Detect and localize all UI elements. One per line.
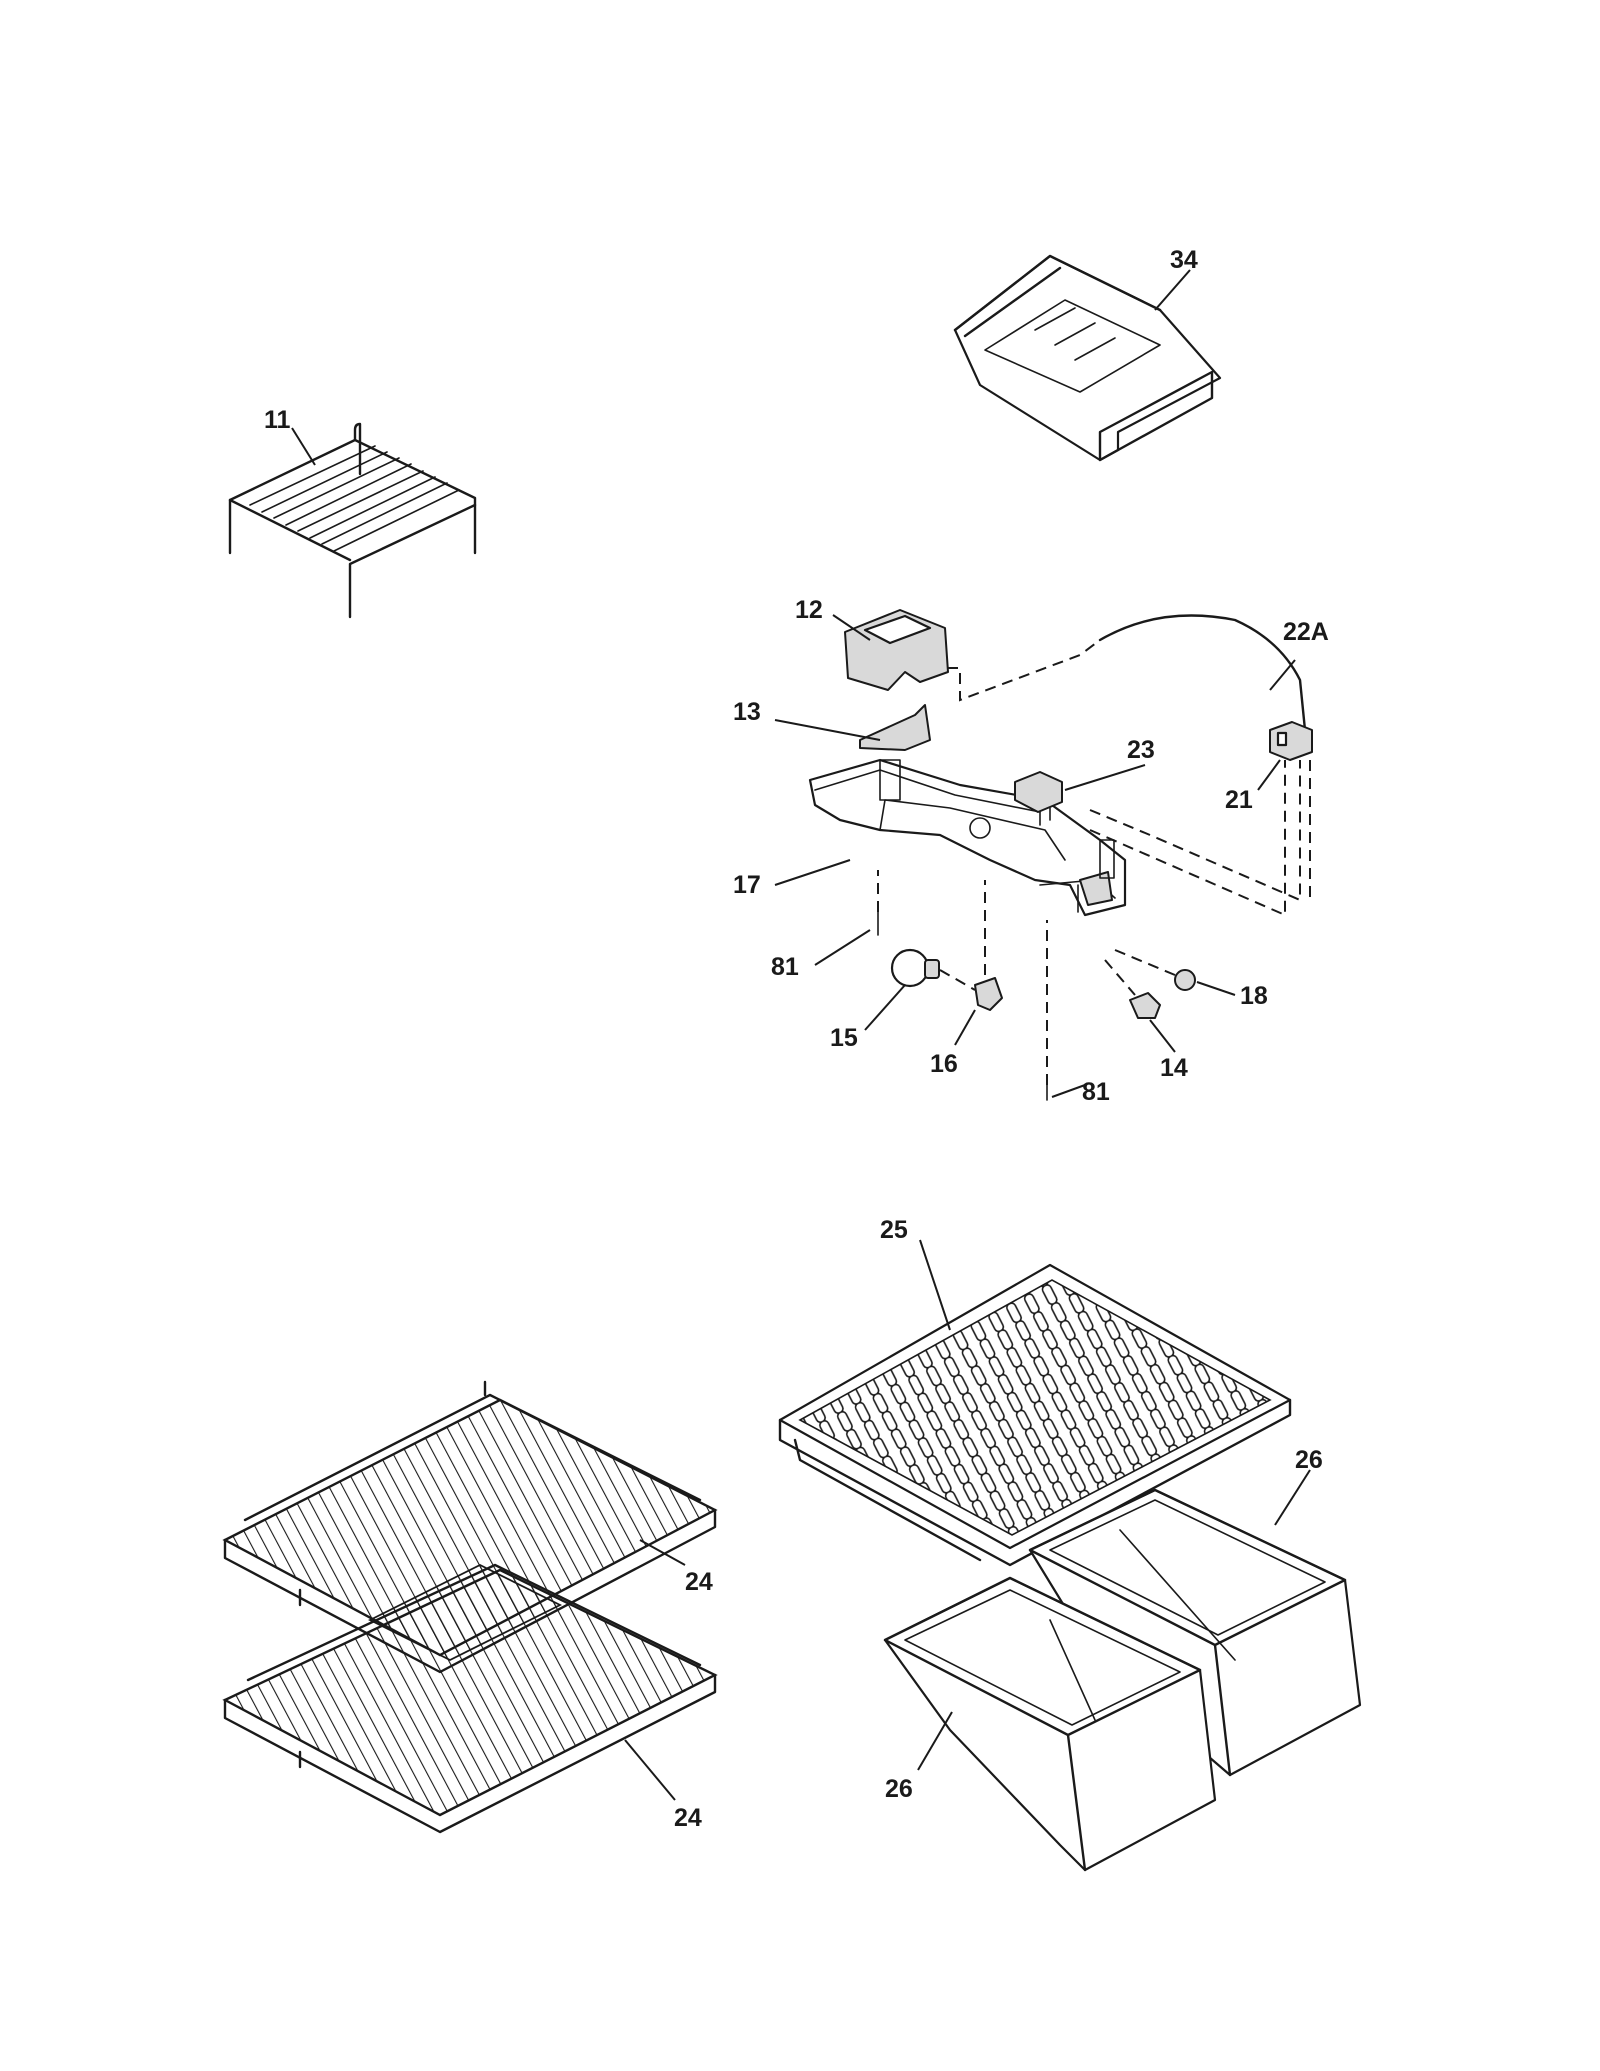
callout-81-right: 81 — [1082, 1078, 1110, 1106]
callout-labels: 11 34 12 22A 13 23 21 17 81 18 15 16 81 … — [264, 246, 1329, 1832]
callout-16: 16 — [930, 1050, 958, 1078]
callout-26-right: 26 — [1295, 1446, 1323, 1474]
callout-81-left: 81 — [771, 953, 799, 981]
callout-24-lower: 24 — [674, 1804, 702, 1832]
callout-13: 13 — [733, 698, 761, 726]
callout-11: 11 — [264, 406, 291, 434]
part-34-ice-bin — [953, 254, 1222, 462]
callout-14: 14 — [1160, 1054, 1188, 1082]
callout-24-upper: 24 — [685, 1568, 713, 1596]
control-housing-assembly — [774, 609, 1313, 1101]
callout-25: 25 — [880, 1216, 908, 1244]
callout-34: 34 — [1170, 246, 1198, 274]
part-26-crisper-drawer-left — [883, 1576, 1217, 1872]
callout-22a: 22A — [1283, 618, 1329, 646]
part-24-wire-shelf-lower — [222, 1563, 718, 1834]
part-11-wire-shelf — [228, 422, 477, 619]
callout-21: 21 — [1225, 786, 1253, 814]
callout-17: 17 — [733, 871, 761, 899]
callout-15: 15 — [830, 1024, 858, 1052]
part-25-crisper-cover — [778, 1239, 1292, 1567]
callout-12: 12 — [795, 596, 823, 624]
callout-23: 23 — [1127, 736, 1155, 764]
callout-18: 18 — [1240, 982, 1268, 1010]
callout-26-left: 26 — [885, 1775, 913, 1803]
